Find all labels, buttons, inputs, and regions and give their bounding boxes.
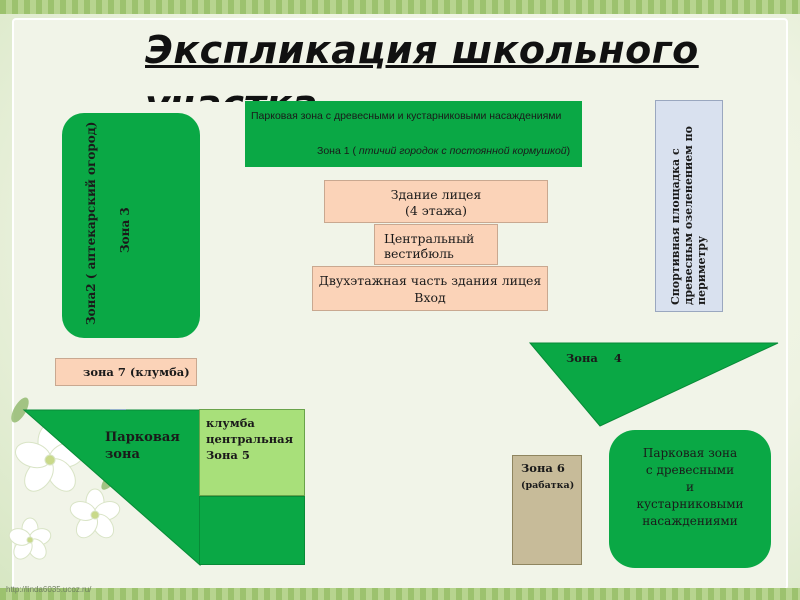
building-two-floor: Двухэтажная часть здания лицея Вход bbox=[312, 266, 548, 311]
zone1-prefix: Зона 1 ( bbox=[317, 145, 359, 157]
zone1-desc: птичий городок с постоянной кормушкой bbox=[358, 145, 567, 157]
park-zone-right: Парковая зона с древесными и кустарников… bbox=[609, 430, 771, 568]
central-vestibule: Центральный вестибюль bbox=[374, 224, 498, 265]
zone-5-label: клумба центральная Зона 5 bbox=[206, 415, 293, 463]
vestibule-line1: Центральный bbox=[384, 231, 475, 246]
park-zone-1-title: Парковая зона с древесными и кустарников… bbox=[251, 110, 562, 122]
park-right-line1: Парковая зона bbox=[642, 446, 738, 460]
zone-6-sublabel: (рабатка) bbox=[521, 480, 575, 491]
park-zone-1: Парковая зона с древесными и кустарников… bbox=[245, 101, 582, 167]
page-title: Экспликация школьного bbox=[145, 28, 699, 72]
zone-6-border-bed: Зона 6 (рабатка) bbox=[512, 455, 582, 565]
footer-url: http://linda6035.ucoz.ru/ bbox=[6, 585, 92, 594]
park-zone-left-label: Парковая зона bbox=[105, 429, 180, 463]
zone-5-lower-block bbox=[199, 496, 305, 565]
vestibule-line2: вестибюль bbox=[384, 246, 454, 261]
bottom-border-stripe bbox=[0, 588, 800, 600]
zone-6-label: Зона 6 bbox=[521, 461, 565, 475]
park-right-line4: кустарниковыми bbox=[636, 497, 744, 511]
zone-7-label: зона 7 (клумба) bbox=[83, 365, 190, 379]
park-right-line5: насаждениями bbox=[642, 514, 738, 528]
building-main-line2: (4 этажа) bbox=[405, 203, 467, 218]
zone-5-central-flowerbed: клумба центральная Зона 5 bbox=[199, 409, 305, 496]
zone-2-3: Зона2 ( аптекарский огород) Зона 3 bbox=[62, 113, 200, 338]
page-title-line2: участка bbox=[145, 82, 317, 102]
two-floor-line1: Двухэтажная часть здания лицея bbox=[318, 273, 542, 288]
entrance-label: Вход bbox=[414, 290, 446, 305]
park-left-line2: зона bbox=[105, 447, 140, 462]
klumba-line2: центральная bbox=[206, 432, 294, 446]
zone-2-label: Зона2 ( аптекарский огород) bbox=[84, 121, 98, 325]
blue-mark: —— bbox=[110, 405, 126, 414]
top-border-stripe bbox=[0, 0, 800, 14]
klumba-line1: клумба bbox=[206, 416, 255, 430]
park-zone-1-subtitle: Зона 1 ( птичий городок с постоянной кор… bbox=[317, 145, 570, 157]
park-right-line3: и bbox=[686, 480, 694, 494]
building-main-line1: Здание лицея bbox=[390, 187, 482, 202]
klumba-line3: Зона 5 bbox=[206, 448, 250, 462]
zone1-suffix: ) bbox=[566, 145, 571, 157]
sport-area: Спортивная площадка с древесным озеленен… bbox=[655, 100, 723, 312]
zone-3-label: Зона 3 bbox=[118, 207, 132, 253]
building-main: Здание лицея (4 этажа) bbox=[324, 180, 548, 223]
park-right-line2: с древесными bbox=[645, 463, 735, 477]
zone-7-flowerbed: зона 7 (клумба) bbox=[55, 358, 197, 386]
park-left-line1: Парковая bbox=[105, 430, 180, 445]
sport-area-label: Спортивная площадка с древесным озеленен… bbox=[669, 126, 708, 305]
zone-4-shape bbox=[528, 342, 779, 427]
zone-4-label: Зона 4 bbox=[566, 351, 622, 365]
